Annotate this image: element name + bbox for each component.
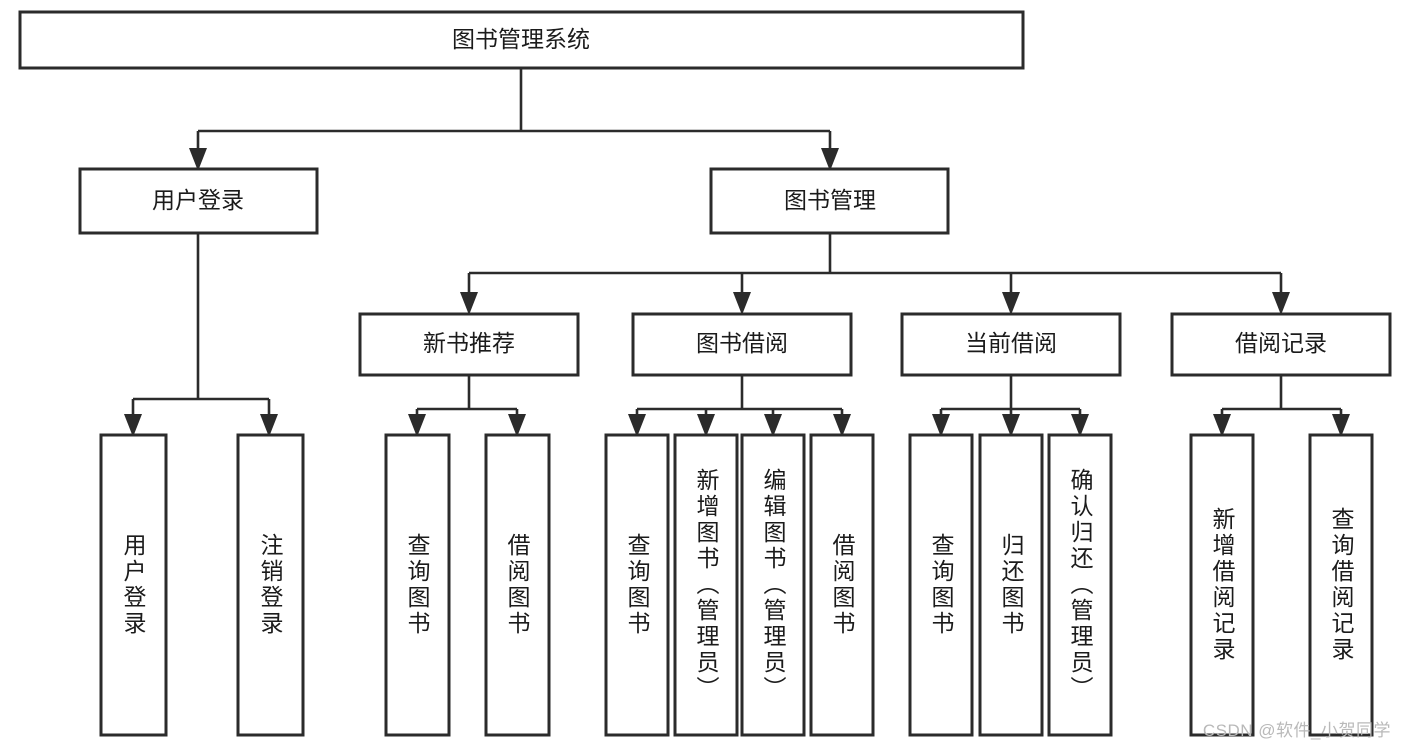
leaf-new-book-0-label: 查询图书: [404, 533, 431, 637]
leaf-user-login-0[interactable]: 用户登录: [99, 433, 168, 737]
node-user-login[interactable]: 用户登录: [78, 167, 319, 235]
node-new-book-recommend[interactable]: 新书推荐: [358, 312, 580, 377]
leaf-current-borrow-1[interactable]: 归还图书: [978, 433, 1044, 737]
arrowhead-bm-current-borrow: [1002, 292, 1020, 315]
leaf-user-login-1-label: 注销登录: [257, 533, 284, 637]
node-book-management-label: 图书管理: [784, 187, 876, 213]
arrowhead-bm-book-borrow: [733, 292, 751, 315]
node-book-management-box[interactable]: [709, 167, 950, 235]
leaf-book-borrow-2-box[interactable]: [740, 433, 806, 737]
leaf-current-borrow-1-box[interactable]: [978, 433, 1044, 737]
leaf-borrow-record-1-label: 查询借阅记录: [1328, 507, 1355, 663]
node-new-book-recommend-label: 新书推荐: [423, 330, 515, 356]
leaf-book-borrow-3[interactable]: 借阅图书: [809, 433, 875, 737]
node-root-book-management-system[interactable]: 图书管理系统: [18, 10, 1025, 70]
node-root-box[interactable]: [18, 10, 1025, 70]
connector-group-root: [189, 68, 839, 171]
connector-group-current-borrow: [932, 375, 1089, 437]
leaf-book-borrow-0[interactable]: 查询图书: [604, 433, 670, 737]
leaf-current-borrow-1-label: 归还图书: [998, 533, 1025, 637]
node-borrow-record-label: 借阅记录: [1235, 330, 1327, 356]
leaf-current-borrow-2[interactable]: 确认归还（管理员）: [1047, 433, 1113, 737]
leaf-current-borrow-0-label: 查询图书: [928, 533, 955, 637]
node-book-borrow-label: 图书借阅: [696, 330, 788, 356]
leaf-current-borrow-2-box[interactable]: [1047, 433, 1113, 737]
leaf-book-borrow-2-label: 编辑图书（管理员）: [760, 468, 787, 702]
connector-group-book-borrow: [628, 375, 851, 437]
node-borrow-record[interactable]: 借阅记录: [1170, 312, 1392, 377]
leaf-borrow-record-1[interactable]: 查询借阅记录: [1308, 433, 1374, 737]
leaf-borrow-record-0-box[interactable]: [1189, 433, 1255, 737]
leaf-user-login-0-box[interactable]: [99, 433, 168, 737]
leaf-new-book-1-box[interactable]: [484, 433, 551, 737]
node-user-login-label: 用户登录: [152, 187, 244, 213]
connector-group-new-book: [408, 375, 526, 437]
node-book-borrow-box[interactable]: [631, 312, 853, 377]
leaf-book-borrow-3-label: 借阅图书: [829, 533, 856, 637]
leaf-new-book-1-label: 借阅图书: [504, 533, 531, 637]
node-book-borrow[interactable]: 图书借阅: [631, 312, 853, 377]
node-current-borrow-box[interactable]: [900, 312, 1122, 377]
leaf-book-borrow-1-box[interactable]: [673, 433, 739, 737]
leaf-user-login-0-label: 用户登录: [120, 533, 147, 637]
leaf-book-borrow-1-label: 新增图书（管理员）: [693, 468, 720, 702]
node-new-book-recommend-box[interactable]: [358, 312, 580, 377]
leaf-borrow-record-0[interactable]: 新增借阅记录: [1189, 433, 1255, 737]
leaf-user-login-1-box[interactable]: [236, 433, 305, 737]
leaf-book-borrow-2[interactable]: 编辑图书（管理员）: [740, 433, 806, 737]
connector-group-book-manage: [460, 233, 1290, 315]
connector-group-borrow-record: [1213, 375, 1350, 437]
leaf-current-borrow-0[interactable]: 查询图书: [908, 433, 974, 737]
leaf-book-borrow-0-label: 查询图书: [624, 533, 651, 637]
node-book-management[interactable]: 图书管理: [709, 167, 950, 235]
node-current-borrow[interactable]: 当前借阅: [900, 312, 1122, 377]
leaf-book-borrow-0-box[interactable]: [604, 433, 670, 737]
leaf-book-borrow-1[interactable]: 新增图书（管理员）: [673, 433, 739, 737]
arrowhead-bm-borrow-record: [1272, 292, 1290, 315]
connector-group-user-login: [124, 233, 278, 437]
arrowhead-bm-new-book: [460, 292, 478, 315]
leaf-new-book-1[interactable]: 借阅图书: [484, 433, 551, 737]
leaf-current-borrow-2-label: 确认归还（管理员）: [1067, 468, 1094, 702]
leaf-borrow-record-0-label: 新增借阅记录: [1209, 507, 1236, 663]
node-borrow-record-box[interactable]: [1170, 312, 1392, 377]
node-root-label: 图书管理系统: [452, 26, 590, 52]
leaf-new-book-0[interactable]: 查询图书: [384, 433, 451, 737]
leaf-new-book-0-box[interactable]: [384, 433, 451, 737]
leaf-current-borrow-0-box[interactable]: [908, 433, 974, 737]
node-user-login-box[interactable]: [78, 167, 319, 235]
leaf-user-login-1[interactable]: 注销登录: [236, 433, 305, 737]
leaf-book-borrow-3-box[interactable]: [809, 433, 875, 737]
node-current-borrow-label: 当前借阅: [965, 330, 1057, 356]
leaf-borrow-record-1-box[interactable]: [1308, 433, 1374, 737]
